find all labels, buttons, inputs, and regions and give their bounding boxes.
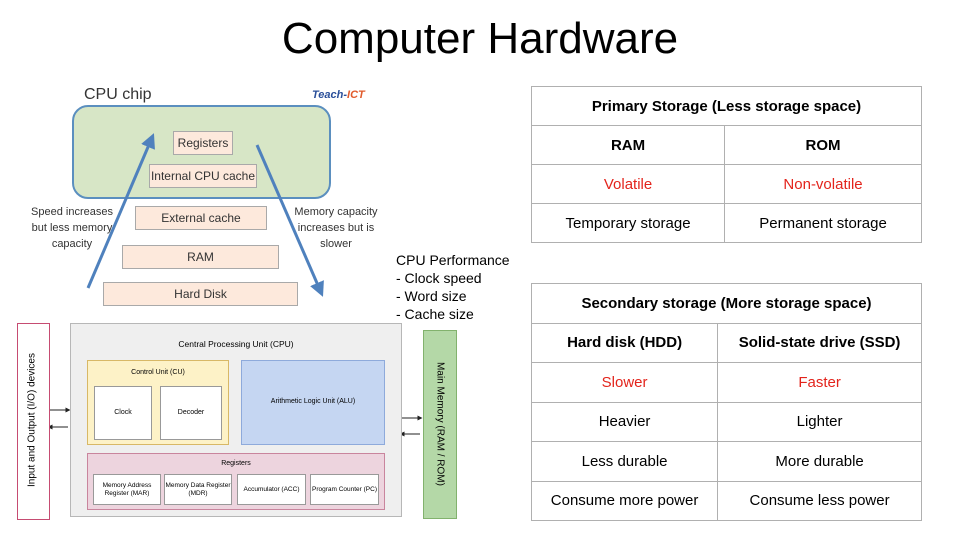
table-row: Less durable More durable [530, 441, 922, 482]
secondary-storage-table: Secondary storage (More storage space) H… [530, 283, 922, 521]
cpu-performance-item: - Word size [396, 288, 467, 304]
register-acc: Accumulator (ACC) [237, 474, 306, 505]
table-cell: Consume less power [717, 480, 922, 521]
column-header: Solid-state drive (SSD) [717, 322, 922, 363]
level-hard-disk: Hard Disk [103, 282, 298, 306]
main-memory-label: Main Memory (RAM / ROM) [434, 362, 446, 486]
primary-storage-table: Primary Storage (Less storage space) RAM… [530, 86, 922, 243]
table-cell: Faster [717, 362, 922, 403]
table-cell: Less durable [530, 441, 719, 482]
clock-box: Clock [94, 386, 152, 440]
table-row: RAM ROM [530, 125, 922, 165]
table-title: Primary Storage (Less storage space) [531, 86, 922, 126]
cpu-performance-heading: CPU Performance [396, 252, 510, 268]
cpu-performance-item: - Clock speed [396, 270, 482, 286]
table-cell: Non-volatile [724, 164, 922, 204]
register-pc: Program Counter (PC) [310, 474, 379, 505]
memory-note: Memory capacity increases but is slower [294, 206, 378, 250]
table-row: Slower Faster [530, 362, 922, 403]
registers-label: Registers [221, 460, 251, 467]
table-row: Secondary storage (More storage space) [531, 283, 922, 324]
table-row: Hard disk (HDD) Solid-state drive (SSD) [530, 322, 922, 363]
table-cell: More durable [717, 441, 922, 482]
table-cell: Volatile [530, 164, 726, 204]
table-row: Primary Storage (Less storage space) [531, 86, 922, 126]
column-header: ROM [724, 125, 922, 165]
table-row: Heavier Lighter [530, 401, 922, 442]
column-header: Hard disk (HDD) [530, 322, 719, 363]
level-ram: RAM [122, 245, 279, 269]
alu-box [241, 360, 385, 445]
alu-label: Arithmetic Logic Unit (ALU) [270, 398, 356, 405]
table-cell: Consume more power [530, 480, 719, 521]
cpu-performance-list: CPU Performance - Clock speed - Word siz… [396, 251, 510, 323]
level-internal-cache: Internal CPU cache [149, 164, 257, 188]
table-row: Consume more power Consume less power [530, 480, 922, 521]
cpu-performance-item: - Cache size [396, 306, 474, 322]
teach-ict-logo: Teach-ICT [312, 89, 365, 101]
page-title: Computer Hardware [281, 14, 679, 63]
register-mdr: Memory Data Register (MDR) [164, 474, 232, 505]
decoder-box: Decoder [160, 386, 222, 440]
column-header: RAM [530, 125, 726, 165]
level-registers: Registers [173, 131, 233, 155]
logo-text-a: Teach- [312, 89, 348, 101]
register-mar: Memory Address Register (MAR) [93, 474, 161, 505]
table-cell: Slower [530, 362, 719, 403]
table-cell: Temporary storage [530, 203, 726, 243]
table-title: Secondary storage (More storage space) [531, 283, 922, 324]
main-memory-box [423, 330, 457, 519]
table-cell: Heavier [530, 401, 719, 442]
table-cell: Permanent storage [724, 203, 922, 243]
io-devices-box [17, 323, 50, 520]
level-external-cache: External cache [135, 206, 267, 230]
table-row: Temporary storage Permanent storage [530, 203, 922, 243]
cpu-chip-label: CPU chip [84, 86, 152, 103]
speed-note: Speed increases but less memory capacity [31, 206, 113, 250]
logo-text-b: ICT [347, 89, 365, 101]
table-row: Volatile Non-volatile [530, 164, 922, 204]
cpu-box-label: Central Processing Unit (CPU) [178, 339, 294, 349]
table-cell: Lighter [717, 401, 922, 442]
control-unit-label: Control Unit (CU) [131, 369, 185, 376]
io-devices-label: Input and Output (I/O) devices [26, 353, 38, 487]
